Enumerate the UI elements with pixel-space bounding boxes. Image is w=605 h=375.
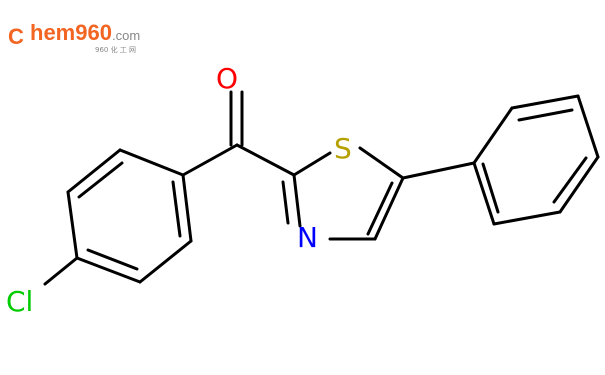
- logo-subtext: 960 化 工 网: [95, 45, 136, 54]
- carbonyl-thiazole-bond: [235, 143, 296, 177]
- chlorine-atom: Cl: [6, 285, 33, 318]
- nitrogen-atom: N: [297, 221, 318, 254]
- phenyl-ring: [472, 94, 600, 226]
- logo-text: hem960: [30, 20, 112, 45]
- sulfur-atom: S: [334, 132, 352, 165]
- thiazole-phenyl-bond: [401, 161, 476, 180]
- oxygen-atom: O: [216, 62, 238, 95]
- chlorine-bond: [43, 256, 79, 286]
- bonds: [43, 90, 600, 286]
- logo-suffix: .com: [112, 28, 140, 43]
- carbonyl-phenyl-bond: [181, 143, 239, 177]
- logo-initial: C: [8, 24, 24, 49]
- thiazole-ring: [281, 146, 405, 241]
- chlorophenyl-ring: [66, 148, 193, 284]
- atom-labels: O S N Cl: [6, 62, 352, 318]
- site-logo: C hem960 .com 960 化 工 网: [8, 20, 140, 54]
